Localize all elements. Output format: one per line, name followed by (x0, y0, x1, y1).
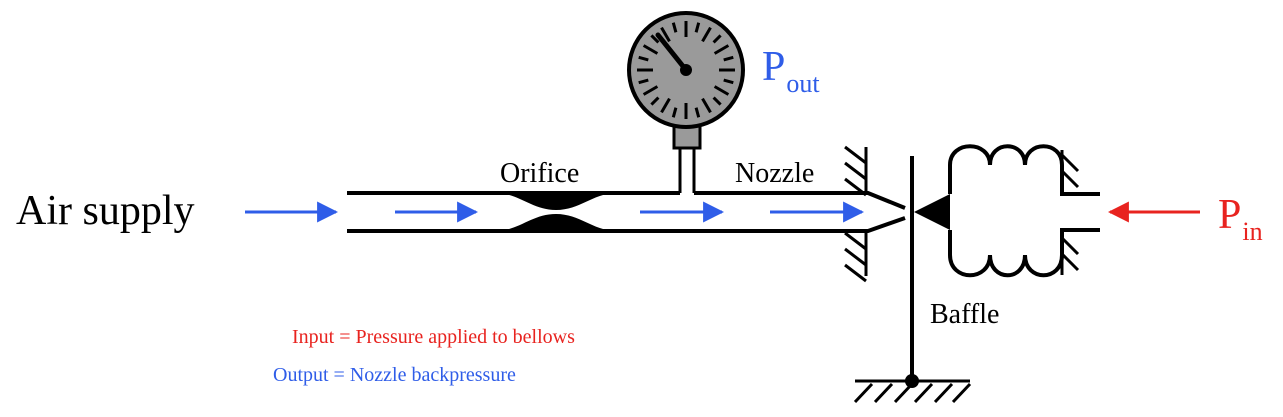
air-supply-label: Air supply (16, 188, 195, 234)
p-out-main: P (762, 44, 786, 90)
p-in-subscript: in (1242, 217, 1263, 246)
legend-output: Output = Nozzle backpressure (273, 364, 516, 386)
gauge-tick (660, 97, 671, 114)
bellows-mount-upper-hatch (1060, 150, 1080, 194)
gauge-tick (701, 26, 712, 43)
gauge-tick (694, 22, 701, 33)
gauge-tick (713, 44, 730, 55)
nozzle-label: Nozzle (735, 158, 815, 189)
gauge-tick (671, 107, 678, 118)
gauge-tick (638, 55, 649, 62)
p-out-subscript: out (786, 69, 820, 98)
bellows (948, 144, 1100, 278)
p-in-label: Pin (1218, 192, 1263, 245)
bellows-mount-lower-hatch (1060, 230, 1080, 275)
gauge-tick (712, 34, 722, 44)
gauge-tick (650, 34, 660, 44)
gauge-stem (678, 148, 696, 193)
ground-hatch (853, 379, 972, 404)
gauge-tick (650, 96, 660, 106)
orifice-label: Orifice (500, 158, 580, 189)
gauge-tick (642, 44, 659, 55)
orifice-restriction (497, 193, 615, 231)
gauge-tick (671, 22, 678, 33)
pressure-gauge (627, 11, 745, 129)
gauge-tick (713, 85, 730, 96)
gauge-tick (642, 85, 659, 96)
gauge-tick (701, 97, 712, 114)
bellows-push-tip (914, 194, 950, 230)
gauge-ticks (637, 21, 735, 119)
gauge-tick (660, 26, 671, 43)
baffle-label: Baffle (930, 299, 1000, 330)
gauge-needle (655, 32, 689, 73)
p-out-label: Pout (762, 44, 820, 97)
gauge-tick (712, 96, 722, 106)
gauge-tick (723, 55, 734, 62)
gauge-tick (694, 107, 701, 118)
p-in-main: P (1218, 192, 1242, 238)
nozzle-mount-upper-hatch (844, 145, 868, 197)
legend-input: Input = Pressure applied to bellows (292, 326, 575, 348)
nozzle-mount-lower-hatch (844, 231, 868, 283)
gauge-hub (680, 64, 692, 76)
gauge-tick (638, 78, 649, 85)
gauge-tick (723, 78, 734, 85)
